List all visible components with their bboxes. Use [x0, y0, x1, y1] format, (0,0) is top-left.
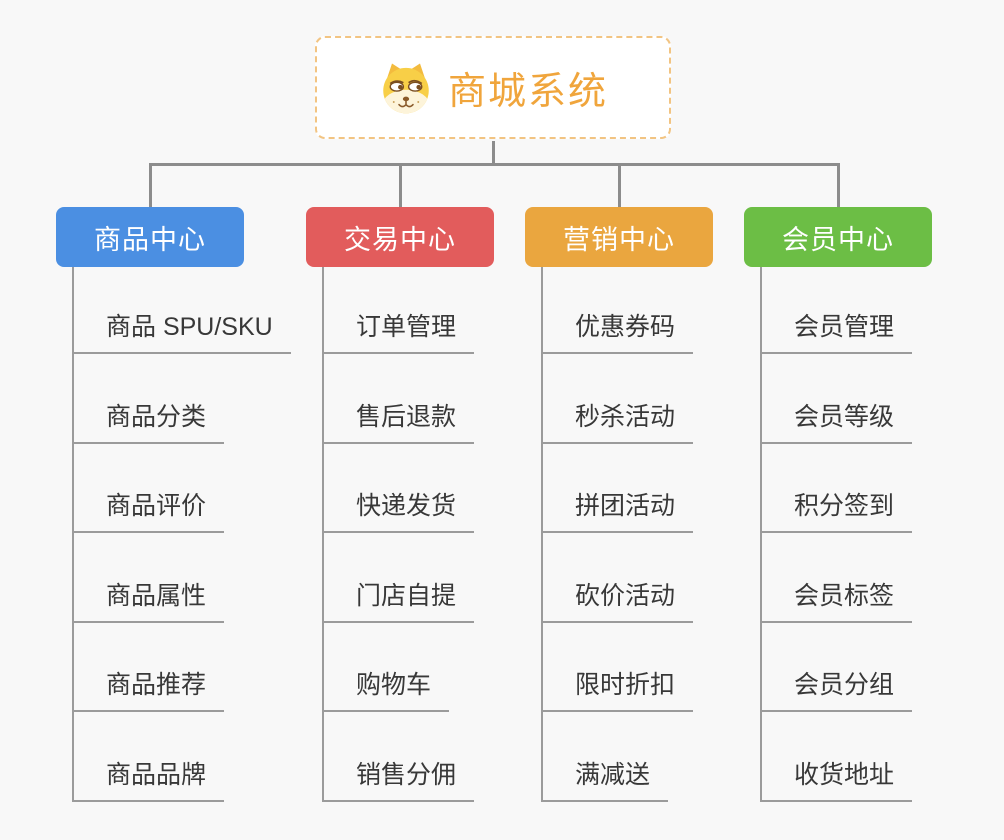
leaf-topic[interactable]: 会员管理	[762, 267, 913, 354]
branch-label: 交易中心	[344, 224, 456, 255]
leaf-topic[interactable]: 门店自提	[324, 533, 475, 623]
leaf-label: 商品推荐	[74, 665, 225, 712]
leaf-topic[interactable]: 会员分组	[762, 623, 913, 712]
leaf-label: 商品品牌	[74, 755, 225, 802]
leaf-topic[interactable]: 收货地址	[762, 712, 913, 802]
leaf-topic[interactable]: 快递发货	[324, 444, 475, 533]
leaf-topic[interactable]: 秒杀活动	[543, 354, 694, 444]
leaf-topic[interactable]: 限时折扣	[543, 623, 694, 712]
leaf-label: 满减送	[543, 755, 669, 802]
branch-children-trade-center: 订单管理 售后退款 快递发货 门店自提 购物车 销售分佣	[322, 267, 475, 802]
leaf-label: 积分签到	[762, 486, 913, 533]
connector-drop-trade-center	[399, 166, 402, 210]
leaf-topic[interactable]: 商品分类	[74, 354, 291, 444]
branch-children-marketing-center: 优惠券码 秒杀活动 拼团活动 砍价活动 限时折扣 满减送	[541, 267, 694, 802]
connector-drop-member-center	[837, 166, 840, 210]
leaf-label: 收货地址	[762, 755, 913, 802]
leaf-label: 砍价活动	[543, 576, 694, 623]
leaf-label: 限时折扣	[543, 665, 694, 712]
branch-topic-member-center[interactable]: 会员中心	[744, 207, 932, 267]
leaf-topic[interactable]: 商品推荐	[74, 623, 291, 712]
leaf-topic[interactable]: 商品 SPU/SKU	[74, 267, 291, 354]
leaf-label: 会员标签	[762, 576, 913, 623]
leaf-topic[interactable]: 订单管理	[324, 267, 475, 354]
branch-topic-product-center[interactable]: 商品中心	[56, 207, 244, 267]
branch-label: 营销中心	[563, 224, 675, 255]
shiba-dog-icon	[378, 60, 434, 116]
connector-horizontal-bar	[149, 163, 840, 166]
leaf-label: 快递发货	[324, 486, 475, 533]
leaf-label: 购物车	[324, 665, 450, 712]
leaf-topic[interactable]: 积分签到	[762, 444, 913, 533]
leaf-topic[interactable]: 优惠券码	[543, 267, 694, 354]
leaf-label: 会员管理	[762, 307, 913, 354]
connector-root-drop	[492, 141, 495, 166]
leaf-topic[interactable]: 商品属性	[74, 533, 291, 623]
leaf-label: 会员分组	[762, 665, 913, 712]
root-topic[interactable]: 商城系统	[315, 36, 671, 139]
branch-children-product-center: 商品 SPU/SKU 商品分类 商品评价 商品属性 商品推荐 商品品牌	[72, 267, 291, 802]
branch-topic-marketing-center[interactable]: 营销中心	[525, 207, 713, 267]
leaf-topic[interactable]: 满减送	[543, 712, 693, 802]
leaf-label: 门店自提	[324, 576, 475, 623]
leaf-topic[interactable]: 购物车	[324, 623, 474, 712]
leaf-label: 销售分佣	[324, 755, 475, 802]
leaf-label: 优惠券码	[543, 307, 694, 354]
leaf-label: 商品评价	[74, 486, 225, 533]
leaf-topic[interactable]: 商品评价	[74, 444, 291, 533]
leaf-topic[interactable]: 商品品牌	[74, 712, 291, 802]
leaf-topic[interactable]: 拼团活动	[543, 444, 694, 533]
leaf-label: 商品分类	[74, 397, 225, 444]
branch-topic-trade-center[interactable]: 交易中心	[306, 207, 494, 267]
leaf-topic[interactable]: 售后退款	[324, 354, 475, 444]
leaf-label: 会员等级	[762, 397, 913, 444]
branch-label: 商品中心	[94, 224, 206, 255]
branch-label: 会员中心	[782, 224, 894, 255]
leaf-label: 商品 SPU/SKU	[74, 307, 291, 354]
leaf-label: 商品属性	[74, 576, 225, 623]
leaf-label: 秒杀活动	[543, 397, 694, 444]
branch-children-member-center: 会员管理 会员等级 积分签到 会员标签 会员分组 收货地址	[760, 267, 913, 802]
root-title: 商城系统	[447, 71, 608, 113]
leaf-label: 拼团活动	[543, 486, 694, 533]
leaf-topic[interactable]: 会员等级	[762, 354, 913, 444]
leaf-label: 售后退款	[324, 397, 475, 444]
connector-drop-product-center	[149, 166, 152, 210]
connector-drop-marketing-center	[618, 166, 621, 210]
leaf-topic[interactable]: 销售分佣	[324, 712, 475, 802]
leaf-label: 订单管理	[324, 307, 475, 354]
leaf-topic[interactable]: 会员标签	[762, 533, 913, 623]
leaf-topic[interactable]: 砍价活动	[543, 533, 694, 623]
